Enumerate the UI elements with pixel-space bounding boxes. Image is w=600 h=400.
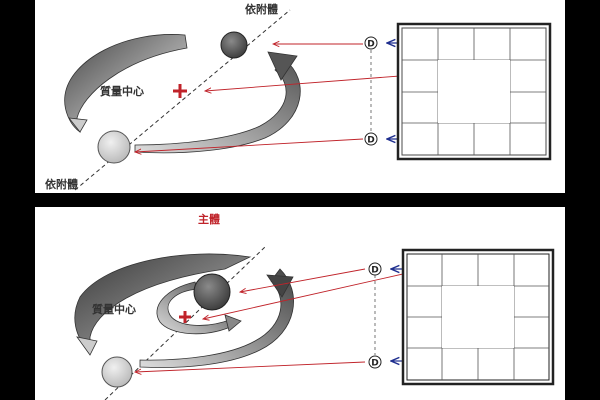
red-arrow-1 <box>240 268 366 292</box>
orbit-arrow-right <box>134 59 301 154</box>
orbit-arrowhead-left <box>68 117 88 133</box>
marker-d-1: D <box>368 262 382 276</box>
center-of-mass-cross <box>173 84 187 98</box>
marker-d-1: D <box>364 36 378 50</box>
orbit-arrowhead-inner <box>224 314 242 332</box>
orbit-arrow-outer-left <box>74 253 252 353</box>
bottom-diagram: D D D 主體 質量中心 <box>74 212 555 400</box>
marker-d-3: D <box>364 132 378 146</box>
center-of-mass-cross <box>179 311 191 323</box>
red-arrow-3 <box>135 138 364 152</box>
grid-box <box>396 22 552 161</box>
red-arrow-3 <box>135 361 366 372</box>
svg-text:D: D <box>371 266 378 276</box>
label-center-of-mass: 質量中心 <box>100 84 144 98</box>
red-arrow-2 <box>203 268 426 319</box>
attached-body-light <box>101 356 133 388</box>
orbit-arrow-outer-right <box>139 268 294 368</box>
bottom-panel: D D D 主體 質量中心 <box>35 207 565 400</box>
svg-text:D: D <box>371 359 378 369</box>
label-center-of-mass: 質量中心 <box>92 302 136 316</box>
marker-d-3: D <box>368 355 382 369</box>
dashed-axis <box>74 9 291 191</box>
attached-body-dark <box>220 31 248 59</box>
svg-text:D: D <box>367 40 374 50</box>
orbit-arrowhead-right <box>267 51 298 81</box>
grid-box <box>401 248 555 386</box>
red-arrow-2 <box>205 74 414 91</box>
top-panel: D D D 依附體 質量中心 依附體 <box>35 0 565 193</box>
orbit-arrowhead-outer-left <box>76 336 98 356</box>
svg-text:D: D <box>367 136 374 146</box>
top-diagram: D D D 依附體 質量中心 依附體 <box>45 2 552 191</box>
orbit-arrow-left <box>64 34 188 133</box>
label-attached-bottom: 依附體 <box>45 177 78 191</box>
attached-body-light <box>97 130 131 164</box>
label-attached-top: 依附體 <box>245 2 278 16</box>
main-body-dark <box>193 273 231 311</box>
label-main-body: 主體 <box>198 212 220 226</box>
